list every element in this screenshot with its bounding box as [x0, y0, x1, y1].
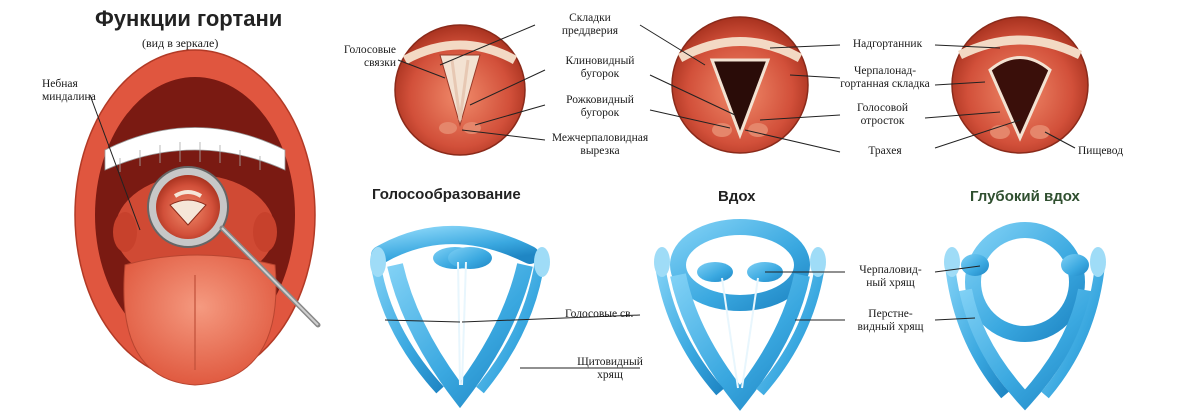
- laryngoscope-view-1: [394, 24, 526, 156]
- section-title-phonation: Голосообразование: [372, 186, 521, 203]
- laryngoscope-view-2: [671, 16, 809, 154]
- cartilage-inhale: [654, 219, 826, 411]
- label-epiglottis: Надгортанник: [852, 38, 923, 50]
- diagram-subtitle: (вид в зеркале): [142, 36, 219, 50]
- label-arytenoid-cartilage: Черпаловид-ный хрящ: [859, 264, 922, 289]
- section-title-inhale: Вдох: [718, 188, 756, 205]
- label-cricoid-cartilage: Перстне-видный хрящ: [857, 308, 924, 333]
- open-mouth: [74, 49, 321, 386]
- laryngoscope-view-3: [951, 16, 1089, 154]
- section-title-deep-inhale: Глубокий вдох: [970, 188, 1080, 205]
- cartilage-phonation: [370, 226, 550, 409]
- leader-lines: [89, 24, 1076, 369]
- cartilage-deep-inhale: [944, 222, 1106, 411]
- diagram-title: Функции гортани: [95, 6, 283, 31]
- label-aryepiglottic-fold: Черпалонад-гортанная складка: [840, 65, 930, 90]
- label-esophagus: Пищевод: [1078, 145, 1124, 157]
- label-vocal-cords: Голосовые св.: [565, 308, 634, 320]
- label-trachea: Трахея: [868, 145, 902, 157]
